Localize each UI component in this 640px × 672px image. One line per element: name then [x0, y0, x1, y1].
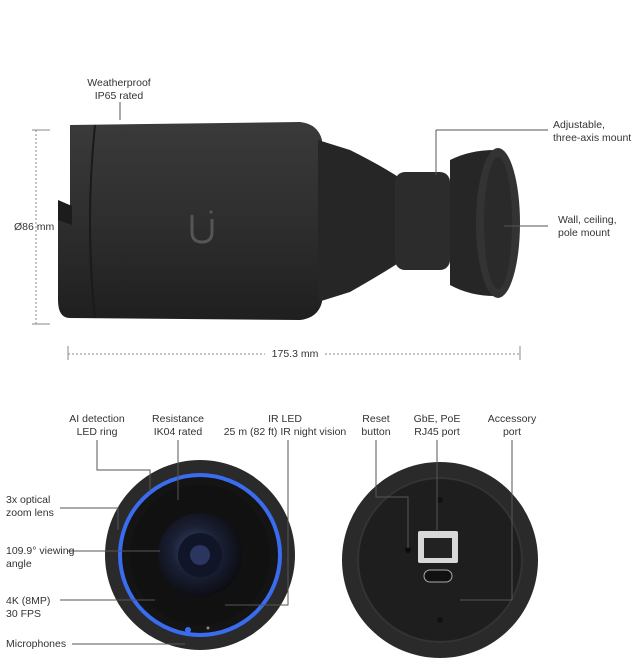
camera-back: [342, 462, 538, 658]
microphones-label: Microphones: [6, 638, 67, 650]
microphone-icon: [185, 627, 191, 633]
reset-button-icon: [405, 547, 411, 553]
resolution-label: 4K (8MP)30 FPS: [6, 595, 51, 620]
surfaces-label: Wall, ceiling,pole mount: [558, 214, 617, 239]
ubiquiti-logo-icon: [190, 210, 214, 244]
diameter-dimension-line: [32, 129, 50, 325]
diameter-label: Ø86 mm: [14, 221, 55, 233]
length-dimension-line: [67, 346, 521, 360]
camera-front: [105, 460, 295, 650]
camera-side-body: [58, 122, 520, 320]
mount-label: Adjustable,three-axis mount: [553, 119, 632, 144]
accessory-port-icon: [423, 569, 453, 583]
length-label: 175.3 mm: [271, 348, 319, 360]
ai-led-ring: [118, 473, 282, 637]
